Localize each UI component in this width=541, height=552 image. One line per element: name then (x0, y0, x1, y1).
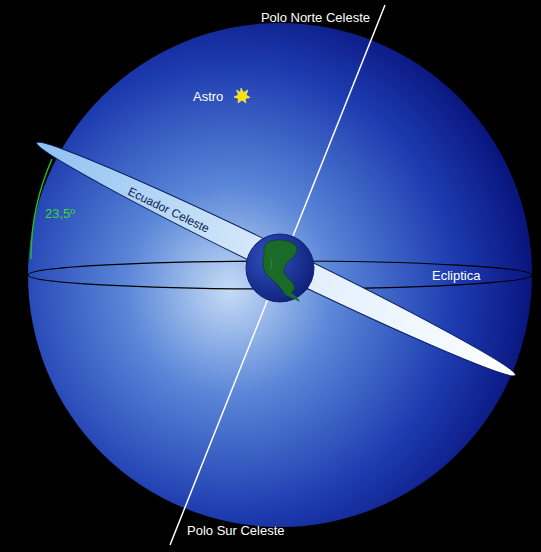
celestial-axis (170, 5, 385, 545)
angle-value: 23,5º (45, 206, 75, 221)
celestial-equator-band (31, 131, 521, 387)
pole-label: Polo Sur Celeste (187, 523, 285, 538)
pole-label: Polo Norte Celeste (261, 10, 370, 25)
ecliptic-label: Ecliptica (432, 268, 480, 283)
star-label: Astro (193, 89, 223, 104)
earth (246, 234, 314, 302)
star-symbol (234, 88, 250, 103)
celestial-sphere (28, 23, 532, 527)
